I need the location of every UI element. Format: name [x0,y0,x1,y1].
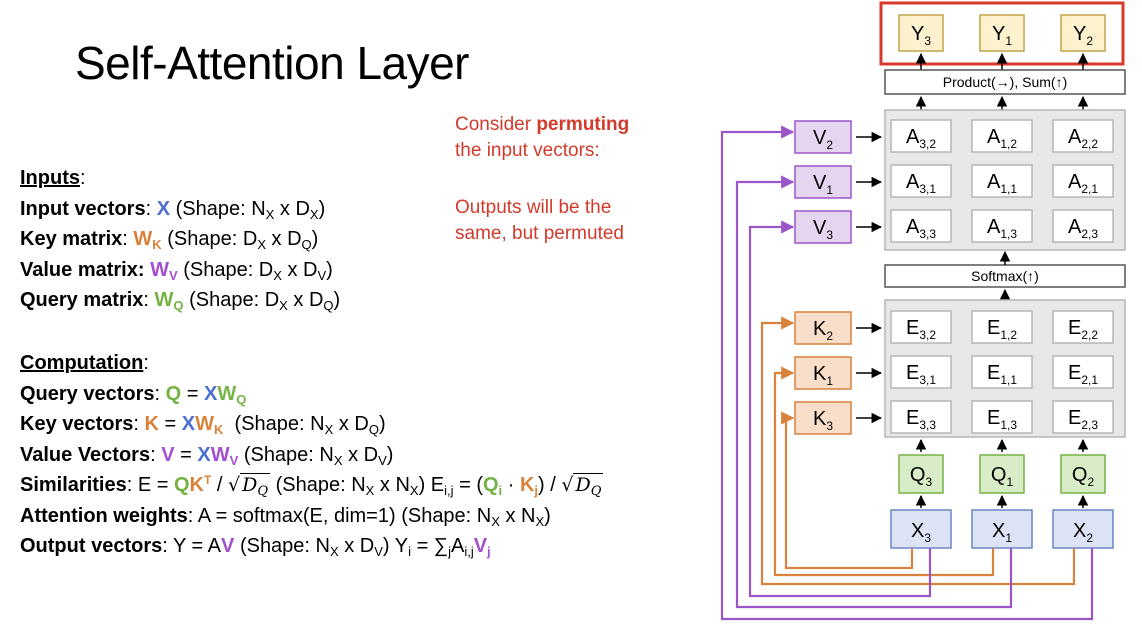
e-cell-3,3 [890,400,952,434]
input-box-2 [1052,509,1114,549]
product-sum-box [884,69,1126,95]
output-vectors-line: Output vectors: Y = AV (Shape: NX x DV) … [20,535,491,559]
output-label-Y1: Y1 [992,23,1012,48]
query-box-2 [1060,454,1106,494]
query-box-1 [979,454,1025,494]
e-cell-label-1,2: E1,2 [987,317,1017,342]
permutation-result-note: Outputs will be the same, but permuted [455,197,624,244]
inputs-heading: Inputs: [20,167,86,189]
a-cell-3,3 [890,209,952,243]
value-matrix-line: Value matrix: WV (Shape: DX x DV) [20,258,333,283]
route-x3-to-k3 [781,411,914,570]
query-label-1: Q1 [991,464,1014,489]
key-box-3 [794,401,852,435]
a-cell-label-1,3: A1,3 [987,216,1017,241]
softmax-label: Softmax(↑) [971,268,1039,284]
a-cell-3,2 [890,119,952,153]
output-box-Y1 [979,14,1025,52]
query-box-3 [898,454,944,494]
input-label-3: X3 [911,520,931,545]
a-cell-label-2,2: A2,2 [1068,126,1098,151]
value-box-2 [794,120,852,154]
value-label-3: V3 [813,217,833,242]
input-label-2: X2 [1073,520,1093,545]
a-cell-label-3,1: A3,1 [906,171,936,196]
a-cell-1,3 [971,209,1033,243]
key-box-2 [794,311,852,345]
output-box-Y3 [898,14,944,52]
key-vectors-line: Key vectors: K = XWK (Shape: NX x DQ) [20,413,386,437]
e-cell-label-3,3: E3,3 [906,407,936,432]
key-label-2: K2 [813,318,833,343]
e-cell-2,1 [1052,355,1114,389]
key-matrix-line: Key matrix: WK (Shape: DX x DQ) [20,228,319,252]
input-box-3 [890,509,952,549]
a-cell-2,3 [1052,209,1114,243]
route-x1-to-k1 [773,366,995,577]
a-cell-2,2 [1052,119,1114,153]
computation-section: Computation: Query vectors: Q = XWQ Key … [20,348,604,562]
key-box-1 [794,356,852,390]
a-cell-label-2,1: A2,1 [1068,171,1098,196]
value-label-2: V2 [813,127,833,152]
a-cell-3,1 [890,164,952,198]
e-cell-label-2,1: E2,1 [1068,362,1098,387]
input-vectors-line: Input vectors: X (Shape: NX x DX) [20,197,326,222]
query-label-3: Q3 [910,464,933,489]
input-label-1: X1 [992,520,1012,545]
a-cell-2,1 [1052,164,1114,198]
inputs-section: Inputs: Input vectors: X (Shape: NX x DX… [20,163,340,316]
e-cell-1,1 [971,355,1033,389]
computation-heading: Computation: [20,352,149,374]
e-cell-1,3 [971,400,1033,434]
input-box-1 [971,509,1033,549]
output-label-Y2: Y2 [1073,23,1093,48]
e-cell-label-1,1: E1,1 [987,362,1017,387]
sqrt-dq: √DQ [228,473,271,499]
e-cell-1,2 [971,310,1033,344]
e-cell-3,2 [890,310,952,344]
key-label-1: K1 [813,363,833,388]
e-cell-2,2 [1052,310,1114,344]
route-x2-to-v2 [720,125,1094,621]
value-label-1: V1 [813,172,833,197]
e-cell-label-3,1: E3,1 [906,362,936,387]
a-cell-label-1,2: A1,2 [987,126,1017,151]
attention-weights-line: Attention weights: A = softmax(E, dim=1)… [20,504,551,529]
query-label-2: Q2 [1072,464,1095,489]
a-cell-label-3,2: A3,2 [906,126,936,151]
a-cell-1,2 [971,119,1033,153]
key-label-3: K3 [813,408,833,433]
product-sum-label: Product(→), Sum(↑) [943,74,1067,90]
e-cell-label-2,3: E2,3 [1068,407,1098,432]
sqrt-dq-2: √DQ [561,473,604,499]
output-box-Y2 [1060,14,1106,52]
value-vectors-line: Value Vectors: V = XWV (Shape: NX x DV) [20,443,394,468]
e-cell-label-3,2: E3,2 [906,317,936,342]
e-cell-3,1 [890,355,952,389]
value-box-1 [794,165,852,199]
output-label-Y3: Y3 [911,23,931,48]
similarities-line: Similarities: E = QKT / √DQ (Shape: NX x… [20,473,604,499]
value-box-3 [794,210,852,244]
e-cell-label-1,3: E1,3 [987,407,1017,432]
a-cell-label-2,3: A2,3 [1068,216,1098,241]
permutation-note: Consider permuting the input vectors: [455,114,630,161]
route-x2-to-k2 [760,316,1076,586]
e-cell-label-2,2: E2,2 [1068,317,1098,342]
route-x1-to-v1 [735,175,1013,609]
query-matrix-line: Query matrix: WQ (Shape: DX x DQ) [20,289,341,313]
a-cell-1,1 [971,164,1033,198]
a-cell-label-3,3: A3,3 [906,216,936,241]
e-cell-2,3 [1052,400,1114,434]
a-cell-label-1,1: A1,1 [987,171,1017,196]
query-vectors-line: Query vectors: Q = XWQ [20,382,247,407]
route-x3-to-v3 [748,220,932,598]
page-title: Self-Attention Layer [75,37,470,89]
